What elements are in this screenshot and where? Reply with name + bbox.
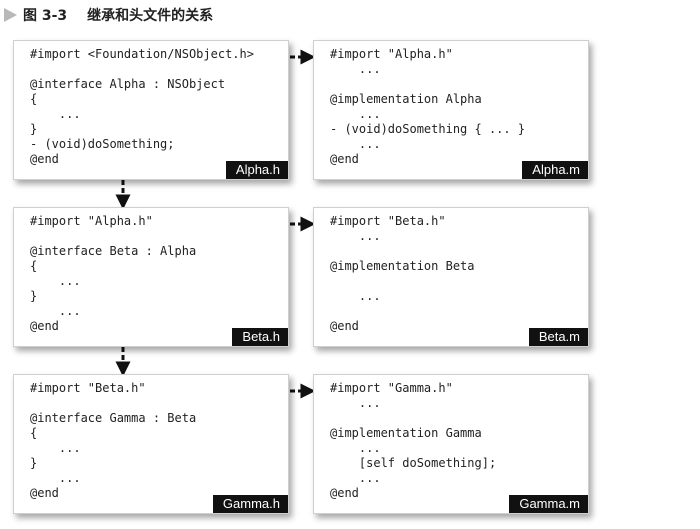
- code-line: ...: [330, 289, 381, 303]
- code-line: ...: [330, 396, 381, 410]
- figure-number: 图 3-3: [23, 8, 68, 24]
- code-line: ...: [330, 137, 381, 151]
- code-line: [330, 304, 588, 319]
- code-line: ...: [30, 441, 81, 455]
- code-line: ...: [30, 274, 81, 288]
- code-line: ...: [330, 107, 381, 121]
- code-line: [330, 244, 588, 259]
- code-line: @implementation Gamma: [330, 426, 482, 440]
- code-line: [30, 396, 288, 411]
- code-line: ...: [330, 62, 381, 76]
- code-line: @implementation Beta: [330, 259, 475, 273]
- code-line: @interface Beta : Alpha: [30, 244, 197, 258]
- code-line: }: [30, 456, 38, 470]
- file-box-beta-h: #import "Alpha.h" @interface Beta : Alph…: [13, 207, 289, 347]
- code-line: @end: [330, 486, 359, 500]
- code-line: [330, 274, 588, 289]
- code-block: #import "Beta.h" ... @implementation Bet…: [314, 208, 588, 334]
- code-line: @implementation Alpha: [330, 92, 482, 106]
- code-line: #import "Beta.h": [30, 381, 146, 395]
- code-line: ...: [330, 441, 381, 455]
- file-label: Beta.h: [232, 328, 288, 346]
- code-line: @interface Gamma : Beta: [30, 411, 197, 425]
- code-line: #import "Beta.h": [330, 214, 446, 228]
- code-block: #import "Beta.h" @interface Gamma : Beta…: [14, 375, 288, 501]
- code-line: @end: [30, 152, 59, 166]
- code-line: }: [30, 122, 38, 136]
- code-line: [self doSomething];: [330, 456, 497, 470]
- code-line: ...: [330, 229, 381, 243]
- code-line: ...: [30, 471, 81, 485]
- code-line: #import "Gamma.h": [330, 381, 453, 395]
- file-box-alpha-h: #import <Foundation/NSObject.h> @interfa…: [13, 40, 289, 180]
- code-line: {: [30, 259, 38, 273]
- code-line: #import "Alpha.h": [30, 214, 153, 228]
- code-block: #import "Alpha.h" ... @implementation Al…: [314, 41, 588, 167]
- code-line: [30, 229, 288, 244]
- file-box-beta-m: #import "Beta.h" ... @implementation Bet…: [313, 207, 589, 347]
- code-line: - (void)doSomething;: [30, 137, 175, 151]
- code-line: {: [30, 426, 38, 440]
- code-line: #import "Alpha.h": [330, 47, 453, 61]
- code-line: [330, 77, 588, 92]
- code-line: ...: [30, 304, 81, 318]
- code-line: [30, 62, 288, 77]
- code-line: @end: [330, 319, 359, 333]
- code-block: #import "Gamma.h" ... @implementation Ga…: [314, 375, 588, 501]
- code-line: ...: [30, 107, 81, 121]
- code-line: @end: [30, 486, 59, 500]
- code-line: }: [30, 289, 38, 303]
- caption-triangle-icon: [4, 8, 17, 22]
- file-label: Gamma.m: [509, 495, 588, 513]
- file-box-gamma-h: #import "Beta.h" @interface Gamma : Beta…: [13, 374, 289, 514]
- file-label: Alpha.m: [522, 161, 588, 179]
- file-label: Beta.m: [528, 328, 588, 346]
- code-line: [330, 411, 588, 426]
- code-block: #import "Alpha.h" @interface Beta : Alph…: [14, 208, 288, 334]
- code-line: ...: [330, 471, 381, 485]
- code-line: #import <Foundation/NSObject.h>: [30, 47, 254, 61]
- file-label: Alpha.h: [225, 161, 288, 179]
- figure-caption: 图 3-3 继承和头文件的关系: [4, 4, 213, 26]
- code-line: @interface Alpha : NSObject: [30, 77, 226, 91]
- code-line: @end: [330, 152, 359, 166]
- code-line: @end: [30, 319, 59, 333]
- figure-title: 继承和头文件的关系: [87, 8, 214, 24]
- file-box-gamma-m: #import "Gamma.h" ... @implementation Ga…: [313, 374, 589, 514]
- code-line: {: [30, 92, 38, 106]
- code-line: - (void)doSomething { ... }: [330, 122, 526, 136]
- file-label: Gamma.h: [212, 495, 288, 513]
- file-box-alpha-m: #import "Alpha.h" ... @implementation Al…: [313, 40, 589, 180]
- code-block: #import <Foundation/NSObject.h> @interfa…: [14, 41, 288, 167]
